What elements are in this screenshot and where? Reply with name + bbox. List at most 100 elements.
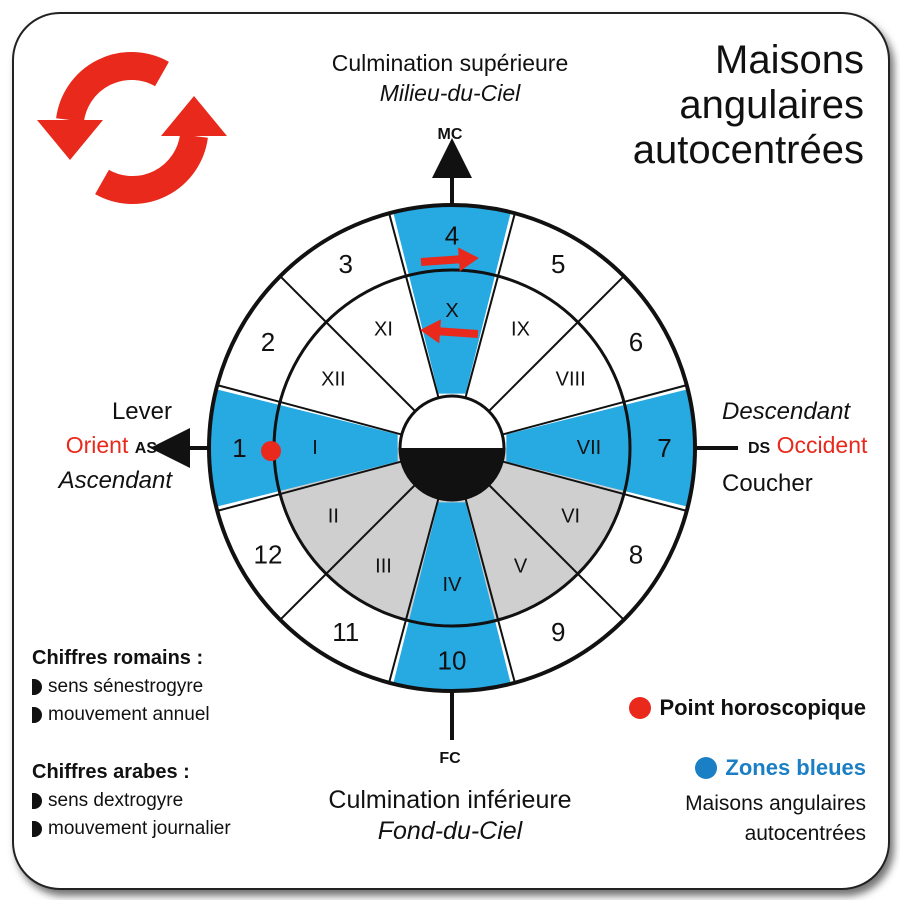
bottom-line2: Fond-du-Ciel (377, 817, 523, 845)
inner-divider (464, 275, 500, 399)
arrow-right-icon (420, 247, 479, 272)
half-circle-icon (32, 707, 42, 723)
inner-divider (501, 460, 625, 496)
inner-divider (279, 460, 403, 496)
bottom-line1: Culmination inférieure (328, 786, 572, 814)
inner-divider (464, 497, 500, 621)
inner-house-label: XI (374, 318, 393, 340)
red-dot-icon (629, 697, 652, 719)
right-above: Descendant (722, 398, 851, 425)
outer-house-label: 6 (629, 327, 643, 357)
top-line1: Culmination supérieure (331, 50, 569, 76)
inner-house-label: V (514, 556, 528, 578)
outer-divider (577, 573, 625, 621)
legend-item-text: mouvement journalier (48, 818, 231, 839)
legend-item: mouvement journalier (32, 818, 231, 840)
title-line: Maisons (715, 38, 864, 82)
half-circle-icon (32, 679, 42, 695)
outer-house-label: 3 (339, 249, 353, 279)
outer-house-label: 11 (332, 617, 359, 647)
inner-divider (404, 497, 440, 621)
outer-house-label: 12 (254, 539, 283, 569)
blue-zone (393, 502, 511, 691)
blue-zone (393, 205, 511, 394)
legend-point: Point horoscopique (629, 695, 866, 721)
page-title: Maisons angulaires autocentrées (633, 38, 864, 173)
outer-divider (279, 573, 327, 621)
title-line: angulaires (679, 83, 864, 127)
blue-dot-icon (695, 757, 718, 779)
blue-zone (506, 389, 695, 507)
as-label: AS (134, 440, 157, 457)
inner-house-label: X (445, 300, 458, 322)
inner-house-label: VIII (556, 369, 586, 391)
legend-roman: Chiffres romains : sens sénestrogyre mou… (32, 647, 210, 726)
half-circle-icon (32, 821, 42, 837)
outer-divider (279, 275, 327, 323)
right-axis-label: DS Occident (748, 432, 867, 459)
title-line: autocentrées (632, 128, 864, 172)
inner-house-label: IV (443, 574, 463, 596)
inner-divider (501, 400, 625, 436)
legend-arabic-title: Chiffres arabes : (32, 761, 190, 783)
outer-house-label: 1 (232, 433, 246, 463)
refresh-cycle-icon (37, 51, 227, 205)
legend-item-text: mouvement annuel (48, 704, 210, 725)
outer-divider (577, 275, 625, 323)
outer-house-label: 2 (261, 327, 275, 357)
half-circle-icon (32, 793, 42, 809)
inner-house-label: I (312, 437, 318, 459)
inner-divider (325, 484, 416, 575)
right-below: Coucher (722, 470, 813, 497)
red-dot-icon (261, 441, 281, 461)
outer-house-label: 7 (657, 433, 671, 463)
legend-blue: Zones bleues (695, 755, 866, 781)
outer-house-label: 9 (551, 617, 565, 647)
orient-label: Orient (65, 432, 129, 458)
half-disc-icon (398, 394, 506, 502)
legend-blue-desc: Maisons angulaires autocentrées (685, 789, 866, 849)
fc-label: FC (439, 750, 461, 767)
outer-divider (388, 619, 407, 683)
legend-point-label: Point horoscopique (659, 695, 866, 720)
inner-divider (488, 321, 579, 412)
arrow-left-icon (420, 319, 479, 344)
legend-roman-title: Chiffres romains : (32, 647, 204, 669)
inner-house-label: II (328, 506, 339, 528)
legend-item-text: sens sénestrogyre (48, 676, 204, 697)
outer-divider (388, 213, 407, 277)
outer-divider (623, 493, 687, 512)
legend-blue-line: autocentrées (744, 822, 866, 845)
outer-house-label: 8 (629, 539, 643, 569)
outer-divider (497, 213, 516, 277)
outer-divider (217, 493, 281, 512)
blue-zone (209, 389, 398, 507)
inner-divider (488, 484, 579, 575)
inner-house-label: XII (321, 369, 345, 391)
left-below: Ascendant (58, 467, 172, 494)
inner-house-label: IX (511, 318, 530, 340)
legend-item: sens sénestrogyre (32, 676, 210, 698)
inner-divider (325, 321, 416, 412)
outer-divider (497, 619, 516, 683)
outer-house-label: 4 (445, 221, 459, 251)
ds-label: DS (748, 440, 771, 457)
outer-circle (207, 203, 697, 693)
outer-divider (217, 384, 281, 403)
legend-blue-line: Maisons angulaires (685, 792, 866, 815)
inner-house-label: VI (561, 506, 580, 528)
legend-item: mouvement annuel (32, 704, 210, 726)
occident-label: Occident (776, 432, 868, 458)
legend-arabic: Chiffres arabes : sens dextrogyre mouvem… (32, 761, 231, 840)
outer-house-label: 5 (551, 249, 565, 279)
left-axis-label: Orient AS (66, 432, 157, 459)
legend-item-text: sens dextrogyre (48, 790, 184, 811)
legend-blue-title: Zones bleues (725, 755, 866, 780)
legend-item: sens dextrogyre (32, 790, 231, 812)
left-above: Lever (111, 398, 172, 425)
ring-lines (207, 203, 697, 693)
inner-divider (404, 275, 440, 399)
inner-divider (279, 400, 403, 436)
inner-house-label: III (375, 556, 392, 578)
